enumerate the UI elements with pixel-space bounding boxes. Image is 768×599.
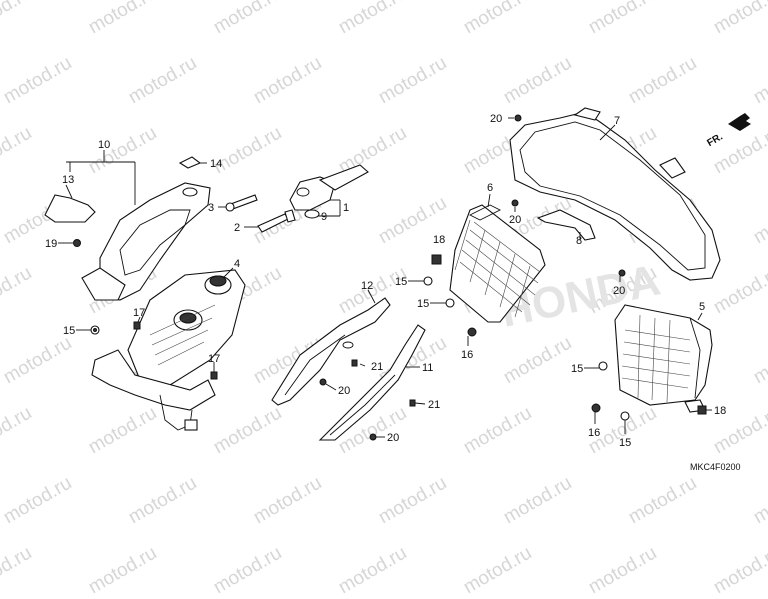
- part-16-nut-upper[interactable]: [467, 327, 477, 337]
- callout-18-b: 18: [714, 405, 726, 417]
- callout-18-a: 18: [433, 234, 445, 246]
- callout-16-b: 16: [588, 427, 600, 439]
- part-6-meter-panel[interactable]: [449, 204, 546, 323]
- callout-9: 9: [321, 211, 327, 223]
- part-13-side-piece[interactable]: [44, 194, 96, 223]
- part-17-screw-a[interactable]: [133, 321, 141, 330]
- callout-11: 11: [422, 362, 433, 374]
- part-20-screw-mid-b[interactable]: [369, 433, 377, 441]
- callout-20-c: 20: [613, 285, 625, 297]
- callout-17-b: 17: [208, 353, 220, 365]
- part-15-grommet-r1[interactable]: [423, 276, 433, 286]
- part-18-clip-right[interactable]: [697, 405, 707, 415]
- part-7-meter-cover[interactable]: [509, 107, 721, 281]
- callout-8: 8: [576, 235, 582, 247]
- part-20-screw-mid-a[interactable]: [319, 378, 327, 386]
- part-20-screw-r3[interactable]: [618, 269, 626, 277]
- part-11-long-panel[interactable]: [318, 324, 426, 441]
- callout-5: 5: [699, 301, 705, 313]
- part-15-grommet-r4[interactable]: [620, 411, 630, 421]
- callout-6: 6: [487, 182, 493, 194]
- callout-21-b: 21: [428, 399, 440, 411]
- part-8-bracket[interactable]: [536, 209, 596, 241]
- part-15-grommet-r3[interactable]: [598, 361, 608, 371]
- part-17-screw-b[interactable]: [210, 371, 218, 380]
- part-5-side-panel[interactable]: [614, 304, 713, 413]
- part-15-grommet-r2[interactable]: [445, 298, 455, 308]
- part-14-small-tag[interactable]: [178, 156, 202, 169]
- callout-15-a: 15: [63, 325, 75, 337]
- part-3-bolt[interactable]: [225, 194, 258, 212]
- callout-15-c: 15: [417, 298, 429, 310]
- part-12-side-panel[interactable]: [271, 297, 391, 406]
- callout-12: 12: [361, 280, 373, 292]
- part-2-key[interactable]: [257, 209, 296, 233]
- front-indicator-label: FR.: [705, 131, 725, 149]
- part-16-nut-lower[interactable]: [591, 403, 601, 413]
- callout-20-a: 20: [490, 113, 502, 125]
- callout-10: 10: [98, 139, 110, 151]
- callout-21-a: 21: [371, 361, 383, 373]
- diagram-code: MKC4F0200: [690, 462, 741, 472]
- callout-20-e: 20: [387, 432, 399, 444]
- front-direction-arrow: FR.: [705, 113, 751, 149]
- part-4-switch-assembly[interactable]: [127, 269, 246, 386]
- part-21-screw-mid-a[interactable]: [351, 359, 358, 367]
- callout-15-e: 15: [619, 437, 631, 449]
- callout-13: 13: [62, 174, 74, 186]
- callout-17-a: 17: [133, 307, 145, 319]
- callout-3: 3: [208, 202, 214, 214]
- exploded-view-svg: HONDA: [44, 107, 751, 472]
- part-21-screw-mid-b[interactable]: [409, 399, 416, 407]
- part-9-washer[interactable]: [304, 209, 320, 219]
- callout-14: 14: [210, 158, 222, 170]
- callout-15-d: 15: [571, 363, 583, 375]
- part-20-screw-r2[interactable]: [511, 199, 519, 207]
- callout-2: 2: [234, 222, 240, 234]
- part-20-screw-r1[interactable]: [514, 114, 522, 122]
- callout-19: 19: [45, 238, 57, 250]
- callout-16-a: 16: [461, 349, 473, 361]
- part-18-clip-upper[interactable]: [431, 254, 442, 265]
- part-stay-bracket[interactable]: [91, 349, 216, 431]
- part-flap[interactable]: [81, 267, 126, 301]
- part-19-bolt[interactable]: [73, 239, 81, 247]
- callout-4: 4: [234, 258, 240, 270]
- part-15-grommet-left[interactable]: [90, 325, 100, 335]
- leader-lines: [58, 117, 712, 438]
- callout-labels: 1 2 3 4 5 6 7 8 9 10 11 12 13 14 15 15 1…: [45, 113, 726, 449]
- callout-7: 7: [614, 115, 620, 127]
- part-1-key-fob[interactable]: [289, 164, 369, 211]
- callout-15-b: 15: [395, 276, 407, 288]
- callout-20-d: 20: [338, 385, 350, 397]
- callout-20-b: 20: [509, 214, 521, 226]
- callout-1: 1: [343, 202, 349, 214]
